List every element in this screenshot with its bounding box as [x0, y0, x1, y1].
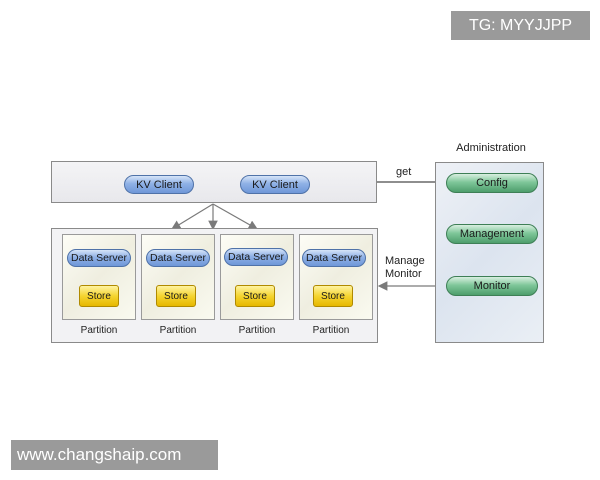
data-server-node-3: Data Server — [224, 248, 288, 266]
administration-title: Administration — [456, 142, 526, 154]
kv-client-node-1: KV Client — [124, 175, 194, 194]
partition-label-2: Partition — [159, 325, 197, 336]
fanout-arrow-right — [212, 203, 259, 230]
management-node: Management — [446, 224, 538, 244]
data-server-node-1: Data Server — [67, 249, 131, 267]
config-node: Config — [446, 173, 538, 193]
manage-label-line-2: Monitor — [385, 268, 422, 280]
kv-client-node-2: KV Client — [240, 175, 310, 194]
get-edge-label: get — [396, 166, 412, 178]
manage-monitor-edge-label: Manage Monitor — [385, 255, 425, 281]
store-node-4: Store — [313, 285, 353, 307]
partition-label-3: Partition — [238, 325, 276, 336]
partition-box-4 — [299, 234, 373, 320]
store-node-1: Store — [79, 285, 119, 307]
store-node-3: Store — [235, 285, 275, 307]
data-server-node-4: Data Server — [302, 249, 366, 267]
partition-label-4: Partition — [312, 325, 350, 336]
partition-label-1: Partition — [80, 325, 118, 336]
watermark-bottom-left: www.changshaip.com — [11, 440, 218, 470]
partition-box-2 — [141, 234, 215, 320]
store-node-2: Store — [156, 285, 196, 307]
watermark-top-right: TG: MYYJJPP — [451, 11, 590, 40]
manage-label-line-1: Manage — [385, 255, 425, 267]
data-server-node-2: Data Server — [146, 249, 210, 267]
partition-box-3 — [220, 234, 294, 320]
partition-box-1 — [62, 234, 136, 320]
client-tier — [51, 161, 377, 203]
monitor-node: Monitor — [446, 276, 538, 296]
fanout-arrow-left — [170, 203, 214, 230]
